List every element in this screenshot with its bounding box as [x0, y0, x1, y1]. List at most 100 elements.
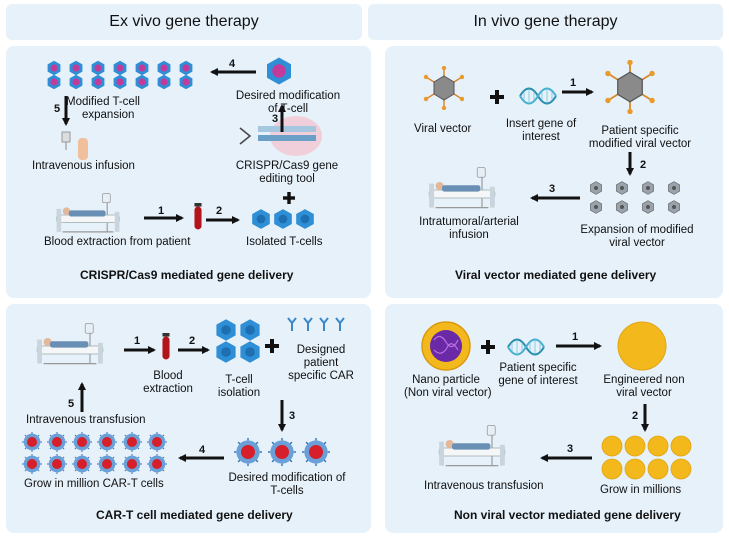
viral-modified-vector-icon	[604, 60, 656, 114]
engineered-vector-icon	[617, 321, 667, 371]
nonviral-label-gene-l2: gene of interest	[498, 375, 578, 387]
nonviral-label-nano-l1: Nano particle	[412, 374, 480, 386]
viral-expansion-cells	[590, 181, 680, 214]
viral-caption: Viral vector mediated gene delivery	[455, 268, 657, 282]
viral-label-infusion-l1: Intratumoral/arterial	[419, 216, 519, 228]
nonviral-plus-icon	[481, 340, 495, 354]
viral-bed	[428, 166, 496, 209]
nonviral-arrows	[540, 342, 649, 462]
cart-label-desired: Desired modification of T-cells	[226, 472, 348, 498]
nonviral-label-gene-l1: Patient specific	[499, 362, 577, 374]
cart-tcells	[216, 319, 260, 363]
cart-step-5: 5	[68, 398, 74, 410]
crispr-tcell-grid	[47, 60, 193, 90]
nonviral-label-transfusion: Intravenous transfusion	[424, 480, 544, 492]
viral-label-patient: Patient specific modified viral vector	[580, 125, 700, 151]
crispr-label-modified-l2: expansion	[82, 109, 135, 121]
cart-step-2: 2	[189, 335, 195, 347]
crispr-label-modified-l1: Modified T-cell	[66, 96, 140, 108]
nonviral-label-nano-l2: (Non viral vector)	[404, 387, 492, 399]
crispr-label-blood: Blood extraction from patient	[44, 236, 191, 248]
header-ex-vivo-text: Ex vivo gene therapy	[109, 13, 259, 30]
cart-label-car-l3: specific CAR	[288, 370, 354, 382]
crispr-arrows	[62, 68, 286, 224]
nonviral-dna-icon	[507, 338, 545, 356]
cart-step-1: 1	[134, 335, 140, 347]
crispr-label-infusion: Intravenous infusion	[32, 160, 135, 172]
nonviral-caption: Non viral vector mediated gene delivery	[454, 508, 681, 522]
crispr-label-isolated: Isolated T-cells	[246, 236, 323, 248]
cart-bed	[36, 322, 104, 365]
nonviral-label-engineered-l1: Engineered non	[603, 374, 685, 386]
crispr-label-tool-l1: CRISPR/Cas9 gene	[235, 160, 339, 172]
crispr-modified-cell	[267, 57, 291, 85]
crispr-blood-tube	[194, 203, 202, 230]
header-in-vivo-text: In vivo gene therapy	[473, 13, 618, 30]
cart-label-grow: Grow in million CAR-T cells	[24, 478, 164, 490]
crispr-label-desired-l1: Desired modification	[235, 90, 341, 102]
nonviral-step-2: 2	[632, 410, 638, 422]
cart-receptors	[287, 317, 345, 331]
cart-label-isolation: T-cell isolation	[210, 374, 268, 400]
cart-label-car: Designed patient specific CAR	[280, 344, 362, 383]
cart-blood-tube	[162, 333, 170, 360]
cart-label-blood: Blood extraction	[140, 370, 196, 396]
crispr-bed	[55, 192, 121, 233]
header-in-vivo: In vivo gene therapy	[368, 4, 723, 40]
viral-label-vector: Viral vector	[414, 123, 472, 135]
cart-million-cells	[22, 432, 167, 474]
viral-step-2: 2	[640, 159, 646, 171]
crispr-label-tool: CRISPR/Cas9 gene editing tool	[232, 160, 342, 186]
cart-label-intravenous: Intravenous transfusion	[26, 414, 146, 426]
cart-label-isolation-l1: T-cell	[225, 374, 253, 386]
viral-label-expansion: Expansion of modified viral vector	[574, 224, 700, 250]
nano-particle-icon	[421, 321, 471, 371]
viral-label-infusion-l2: infusion	[449, 229, 489, 241]
nonviral-label-gene: Patient specific gene of interest	[488, 362, 588, 388]
cart-step-4: 4	[199, 444, 206, 456]
nonviral-label-engineered: Engineered non viral vector	[596, 374, 692, 400]
viral-arrows	[530, 88, 634, 202]
header-ex-vivo: Ex vivo gene therapy	[6, 4, 362, 40]
crispr-step-1: 1	[158, 205, 164, 217]
viral-label-patient-l2: modified viral vector	[588, 138, 692, 150]
crispr-step-2: 2	[216, 205, 222, 217]
cart-plus-icon	[265, 339, 279, 353]
crispr-iv-arm	[61, 131, 88, 160]
viral-label-expansion-l2: viral vector	[609, 237, 665, 249]
cart-modified-cells	[234, 438, 330, 466]
viral-step-3: 3	[549, 183, 555, 195]
viral-plus-icon	[490, 90, 504, 104]
viral-step-1: 1	[570, 77, 576, 89]
viral-label-infusion: Intratumoral/arterial infusion	[410, 216, 528, 242]
crispr-step-3: 3	[272, 113, 278, 125]
cart-label-blood-l1: Blood	[153, 370, 183, 382]
crispr-label-desired: Desired modification of T-cell	[228, 90, 348, 116]
crispr-label-modified: Modified T-cell expansion	[66, 96, 140, 122]
nonviral-bed	[438, 424, 506, 467]
viral-label-expansion-l1: Expansion of modified	[580, 224, 694, 236]
nonviral-step-3: 3	[567, 443, 573, 455]
cart-label-desired-l1: Desired modification of	[228, 472, 346, 484]
viral-dna-icon	[519, 87, 557, 105]
viral-label-patient-l1: Patient specific	[601, 125, 679, 137]
nonviral-gold-particles	[601, 435, 692, 480]
crispr-plus-icon	[283, 192, 295, 204]
cart-label-desired-l2: T-cells	[270, 485, 304, 497]
crispr-step-4: 4	[229, 58, 236, 70]
crispr-label-desired-l2: of T-cell	[267, 103, 309, 115]
panel-crispr	[6, 46, 371, 298]
nonviral-label-engineered-l2: viral vector	[616, 387, 672, 399]
cart-label-car-l2: patient	[303, 357, 339, 369]
nonviral-step-1: 1	[572, 331, 578, 343]
nonviral-label-grow: Grow in millions	[600, 484, 682, 496]
crispr-step-5: 5	[54, 103, 60, 115]
viral-label-insert-l1: Insert gene of	[505, 118, 577, 130]
cart-arrows	[78, 346, 286, 462]
cart-label-blood-l2: extraction	[143, 383, 193, 395]
nonviral-label-nano: Nano particle (Non viral vector)	[404, 374, 492, 400]
viral-vector-icon	[423, 66, 465, 110]
viral-label-insert: Insert gene of interest	[496, 118, 586, 144]
viral-label-insert-l2: interest	[522, 131, 560, 143]
